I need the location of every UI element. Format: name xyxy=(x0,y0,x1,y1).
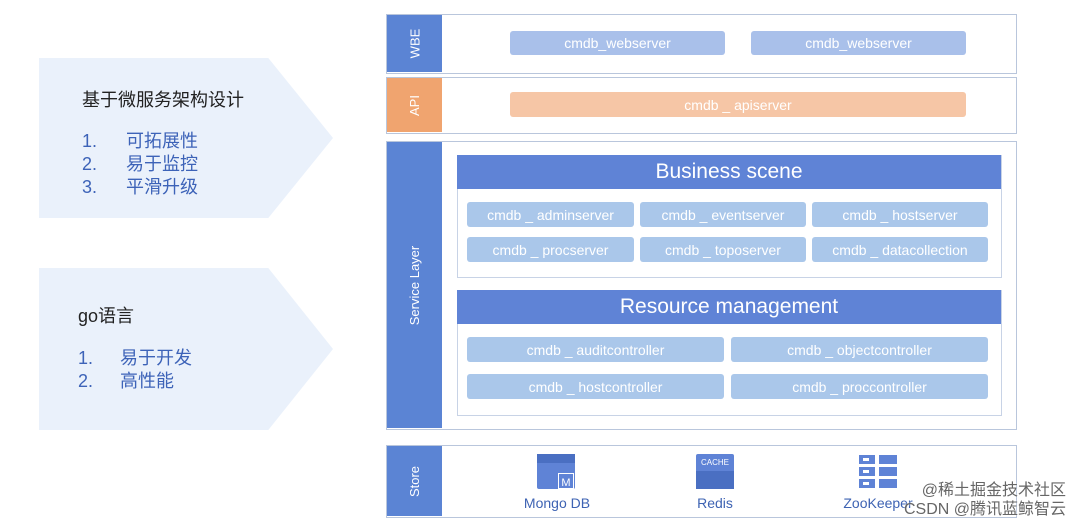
eventserver-node: cmdb _ eventserver xyxy=(640,202,806,227)
zookeeper-icon xyxy=(859,455,897,488)
watermark-line-1: @稀土掘金技术社区 xyxy=(921,482,1066,499)
business-scene-header: Business scene xyxy=(457,155,1001,189)
golang-title: go语言 xyxy=(78,306,135,326)
api-layer-label: API xyxy=(387,78,442,132)
hostcontroller-node: cmdb _ hostcontroller xyxy=(467,374,724,399)
webserver-node-2: cmdb_webserver xyxy=(751,31,966,55)
service-layer-label: Service Layer xyxy=(387,142,442,428)
mongodb-icon: M xyxy=(537,454,575,489)
proccontroller-node: cmdb _ proccontroller xyxy=(731,374,988,399)
store-label-mongodb: Mongo DB xyxy=(523,495,591,511)
list-item: 2.易于监控 xyxy=(82,154,198,174)
store-layer-label: Store xyxy=(387,446,442,516)
watermark: @稀土掘金技术社区 CSDN @腾讯蓝鲸智云 xyxy=(904,481,1066,519)
auditcontroller-node: cmdb _ auditcontroller xyxy=(467,337,724,362)
redis-cache-icon: CACHE xyxy=(696,454,734,489)
golang-arrow-panel xyxy=(39,268,333,430)
watermark-line-2: CSDN @腾讯蓝鲸智云 xyxy=(903,501,1066,518)
hostserver-node: cmdb _ hostserver xyxy=(812,202,988,227)
wbe-layer-label: WBE xyxy=(387,15,442,72)
store-label-redis: Redis xyxy=(697,495,733,511)
adminserver-node: cmdb _ adminserver xyxy=(467,202,634,227)
store-item-zookeeper: ZooKeeper xyxy=(835,453,921,511)
cache-badge: CACHE xyxy=(701,458,729,467)
procserver-node: cmdb _ procserver xyxy=(467,237,634,262)
toposerver-node: cmdb _ toposerver xyxy=(640,237,806,262)
store-item-redis: CACHE Redis xyxy=(682,453,748,511)
microservice-title: 基于微服务架构设计 xyxy=(82,90,244,110)
list-item: 1.易于开发 xyxy=(78,348,192,368)
svg-text:M: M xyxy=(561,477,570,489)
store-item-mongodb: M Mongo DB xyxy=(518,453,596,511)
list-item: 2.高性能 xyxy=(78,371,174,391)
microservice-arrow-panel xyxy=(39,58,333,218)
objectcontroller-node: cmdb _ objectcontroller xyxy=(731,337,988,362)
list-item: 1.可拓展性 xyxy=(82,131,198,151)
store-label-zookeeper: ZooKeeper xyxy=(843,495,913,511)
golang-list: 1.易于开发 2.高性能 xyxy=(78,347,192,393)
list-item: 3.平滑升级 xyxy=(82,177,198,197)
resource-management-header: Resource management xyxy=(457,290,1001,324)
webserver-node-1: cmdb_webserver xyxy=(510,31,725,55)
datacollection-node: cmdb _ datacollection xyxy=(812,237,988,262)
apiserver-node: cmdb _ apiserver xyxy=(510,92,966,117)
microservice-list: 1.可拓展性 2.易于监控 3.平滑升级 xyxy=(82,130,198,199)
